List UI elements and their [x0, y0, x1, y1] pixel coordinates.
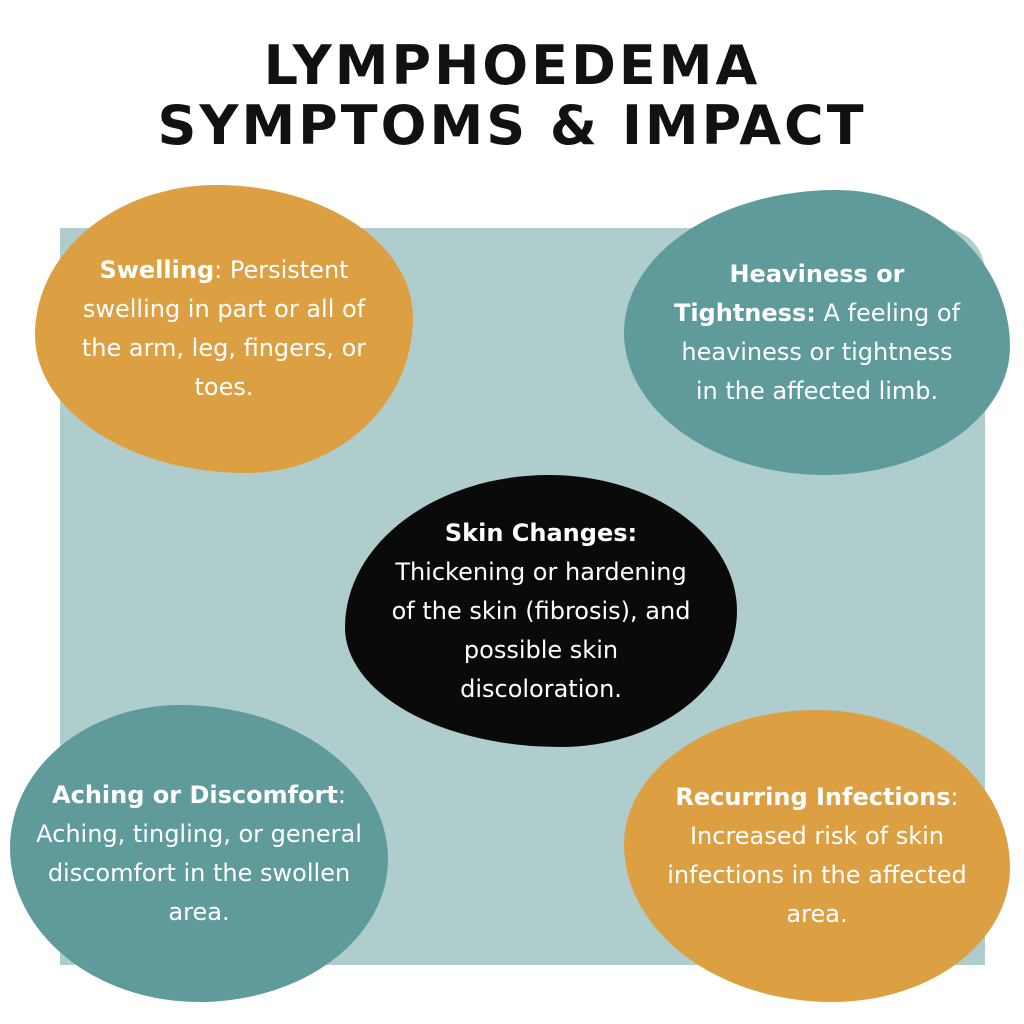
symptom-heading: Aching or Discomfort: [52, 780, 338, 809]
symptom-skin-changes: Skin Changes: Thickening or hardening of…: [345, 475, 737, 747]
title-line-1: LYMPHOEDEMA: [263, 34, 761, 97]
symptom-text: : Increased risk of skin infections in t…: [667, 783, 967, 928]
symptom-heading: Heaviness or Tightness:: [673, 259, 905, 327]
symptom-heading: Recurring Infections: [675, 783, 951, 811]
symptom-aching: Aching or Discomfort: Aching, tingling, …: [10, 705, 388, 1002]
symptom-heading: Swelling: [99, 256, 215, 284]
symptom-text: : Aching, tingling, or general discomfor…: [36, 780, 362, 926]
symptom-infections: Recurring Infections: Increased risk of …: [624, 710, 1010, 1002]
symptom-text: Thickening or hardening of the skin (fib…: [391, 557, 691, 703]
title-line-2: SYMPTOMS & IMPACT: [157, 94, 867, 157]
symptom-heading: Skin Changes:: [444, 518, 638, 547]
symptom-heaviness: Heaviness or Tightness: A feeling of hea…: [624, 190, 1010, 475]
symptom-text: A feeling of heaviness or tightness in t…: [681, 298, 961, 405]
symptom-swelling: Swelling: Persistent swelling in part or…: [35, 185, 413, 473]
symptom-text: : Persistent swelling in part or all of …: [81, 256, 367, 401]
